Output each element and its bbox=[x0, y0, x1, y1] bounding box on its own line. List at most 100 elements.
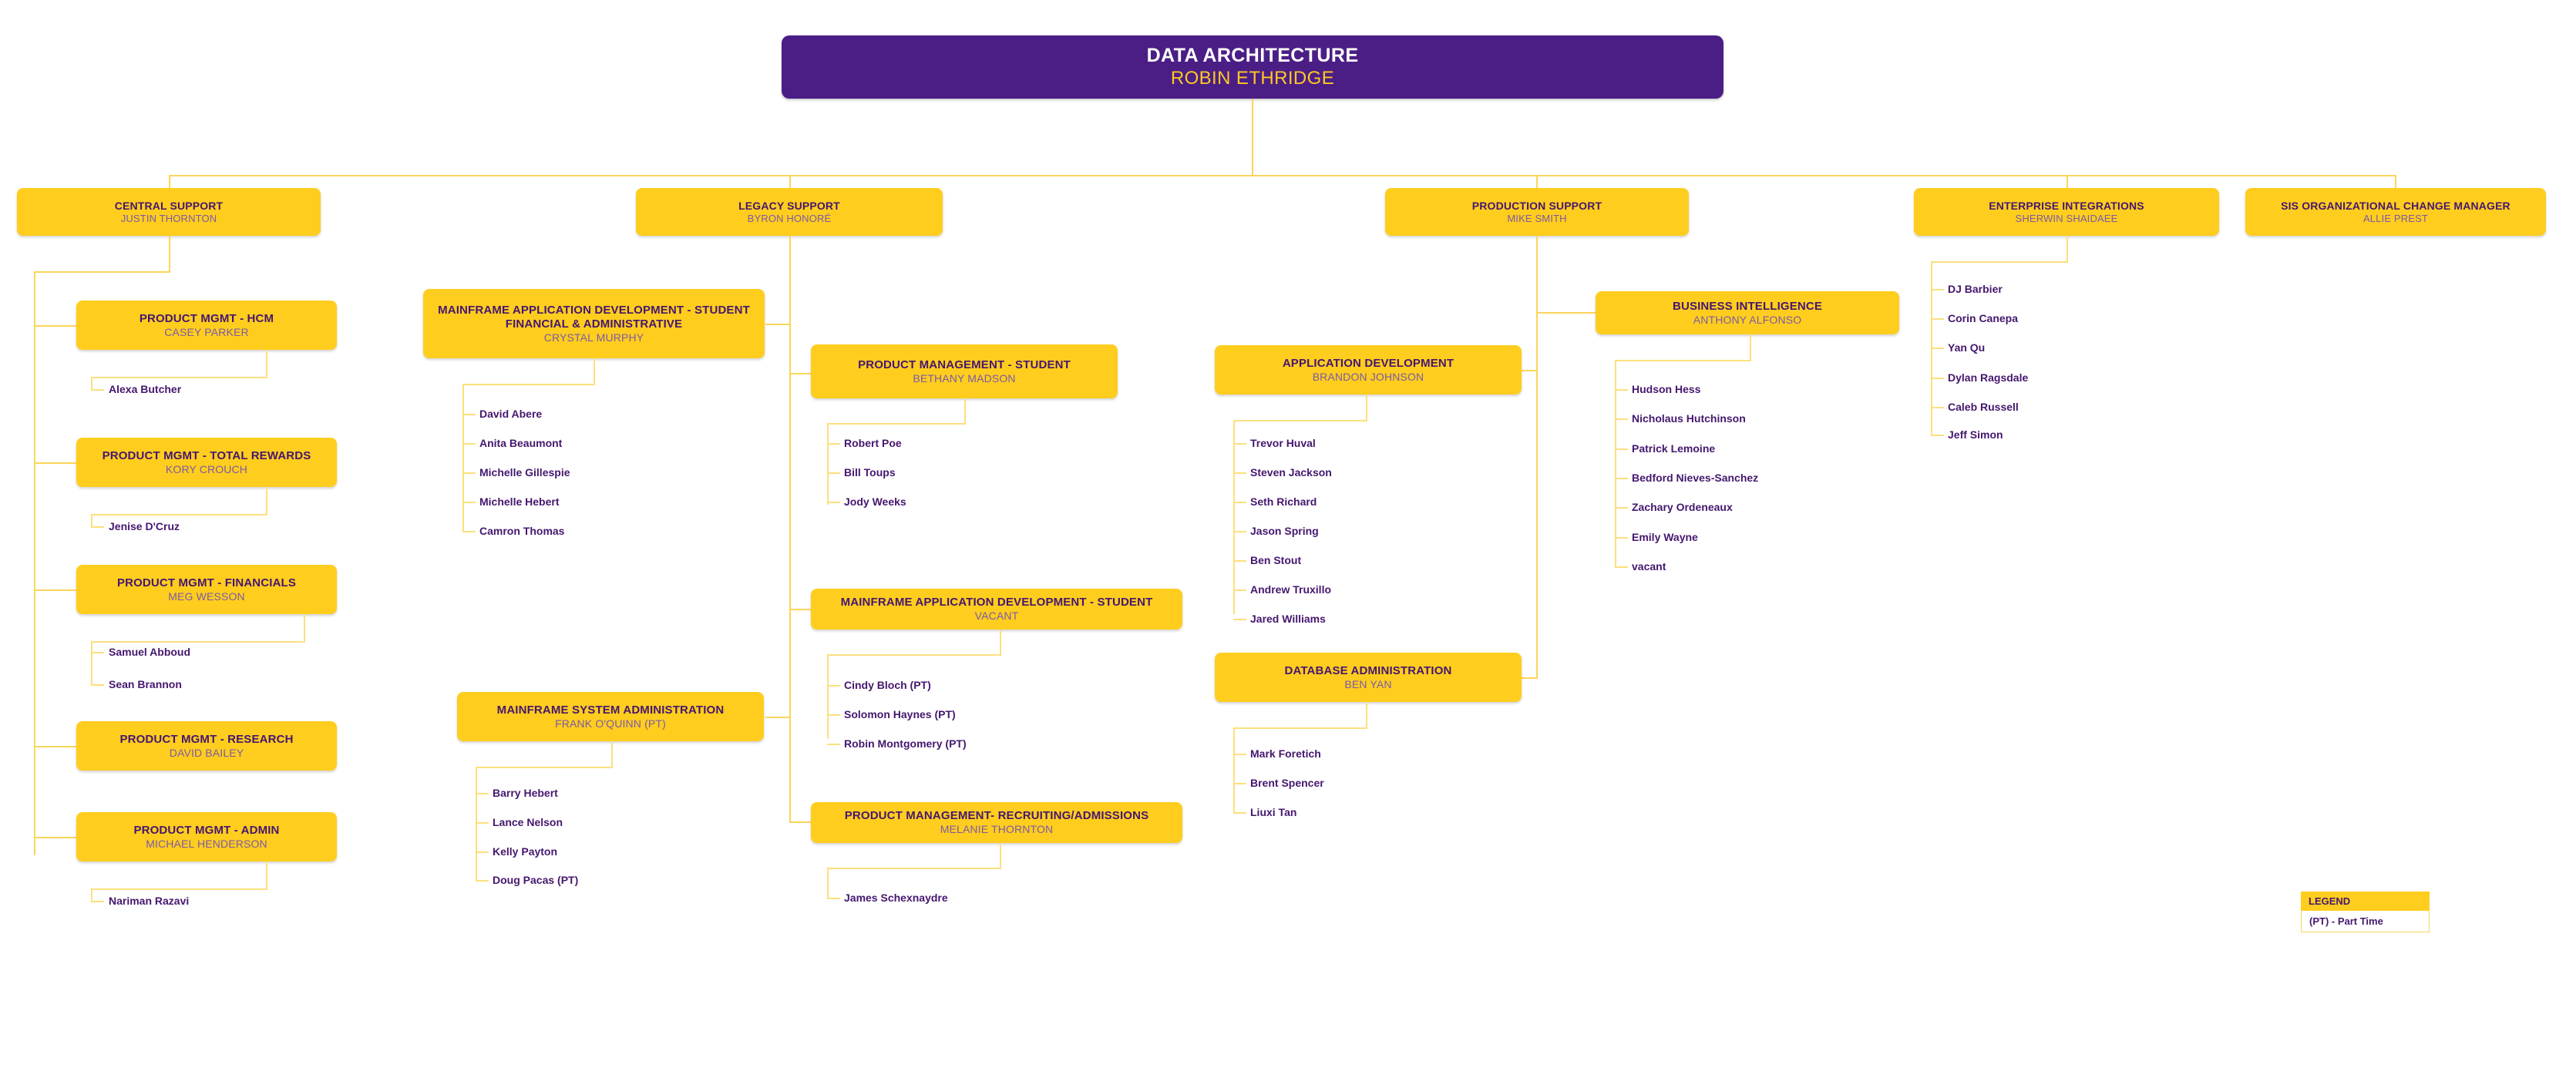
person-label: Michelle Hebert bbox=[479, 495, 560, 508]
unit-box-app-dev[interactable]: APPLICATION DEVELOPMENT BRANDON JOHNSON bbox=[1215, 345, 1522, 395]
person-label: Hudson Hess bbox=[1632, 383, 1701, 395]
connector-root-stem bbox=[1252, 99, 1253, 176]
person-label: Anita Beaumont bbox=[479, 437, 563, 449]
connector-mfsys-tick-3 bbox=[476, 880, 489, 882]
connector-financials-tick-0 bbox=[91, 652, 104, 653]
connector-ei-tick-4 bbox=[1931, 407, 1944, 408]
unit-box-mf-sys-admin[interactable]: MAINFRAME SYSTEM ADMINISTRATION FRANK O'… bbox=[457, 692, 764, 741]
legend-heading: LEGEND bbox=[2301, 892, 2430, 911]
connector-financials-elbow bbox=[91, 641, 305, 643]
connector-dba-rail bbox=[1233, 727, 1235, 812]
connector-pmstudent-elbow bbox=[827, 423, 966, 425]
unit-box-pm-financials[interactable]: PRODUCT MGMT - FINANCIALS MEG WESSON bbox=[76, 565, 337, 614]
unit-name: FRANK O'QUINN (PT) bbox=[555, 717, 666, 730]
person-label: Lance Nelson bbox=[493, 816, 563, 828]
connector-mfsfa-elbow bbox=[462, 384, 595, 385]
person-label: Jared Williams bbox=[1250, 613, 1326, 625]
connector-mfstudent-tick-2 bbox=[827, 744, 840, 745]
connector-ei-tick-0 bbox=[1931, 289, 1944, 290]
connector-mfsfa-tick-1 bbox=[462, 443, 476, 445]
connector-hcm-stem bbox=[266, 350, 267, 378]
connector-ps-branch-dba bbox=[1512, 677, 1538, 679]
connector-cs-branch-rewards bbox=[34, 462, 77, 464]
person-label: Zachary Ordeneaux bbox=[1632, 501, 1733, 513]
person-label: Brent Spencer bbox=[1250, 777, 1324, 789]
unit-box-pm-hcm[interactable]: PRODUCT MGMT - HCM CASEY PARKER bbox=[76, 301, 337, 350]
connector-drop-enterprise-integrations bbox=[2067, 175, 2068, 188]
person-label: David Abere bbox=[479, 408, 543, 420]
connector-rewards-elbow bbox=[91, 514, 267, 515]
person-label: DJ Barbier bbox=[1948, 283, 2003, 295]
unit-box-db-admin[interactable]: DATABASE ADMINISTRATION BEN YAN bbox=[1215, 653, 1522, 702]
unit-box-pm-admin[interactable]: PRODUCT MGMT - ADMIN MICHAEL HENDERSON bbox=[76, 812, 337, 861]
dept-box-production-support[interactable]: PRODUCTION SUPPORT MIKE SMITH bbox=[1385, 188, 1689, 236]
connector-appdev-tick-1 bbox=[1233, 472, 1246, 474]
person-label: Corin Canepa bbox=[1948, 312, 2019, 324]
person-label: Nicholaus Hutchinson bbox=[1632, 412, 1746, 425]
root-box-data-architecture[interactable]: DATA ARCHITECTURE ROBIN ETHRIDGE bbox=[782, 35, 1723, 99]
unit-name: MELANIE THORNTON bbox=[940, 823, 1054, 835]
unit-box-pm-total-rewards[interactable]: PRODUCT MGMT - TOTAL REWARDS KORY CROUCH bbox=[76, 438, 337, 487]
connector-mfsfa-tick-2 bbox=[462, 472, 476, 474]
person-label: Emily Wayne bbox=[1632, 531, 1698, 543]
connector-pmstudent-stem bbox=[964, 398, 966, 424]
connector-drop-central-support bbox=[169, 175, 170, 188]
dept-box-enterprise-integrations[interactable]: ENTERPRISE INTEGRATIONS SHERWIN SHAIDAEE bbox=[1914, 188, 2219, 236]
unit-box-business-intelligence[interactable]: BUSINESS INTELLIGENCE ANTHONY ALFONSO bbox=[1596, 291, 1899, 334]
person-label: Seth Richard bbox=[1250, 495, 1317, 508]
unit-name: MEG WESSON bbox=[168, 589, 245, 603]
person-label: Robert Poe bbox=[844, 437, 902, 449]
legend: LEGEND (PT) - Part Time bbox=[2301, 892, 2430, 932]
unit-title: PRODUCT MGMT - HCM bbox=[139, 311, 274, 325]
connector-hcm-tick-0 bbox=[91, 389, 104, 391]
person-label: Kelly Payton bbox=[493, 845, 558, 858]
connector-ls-branch-pmstudent bbox=[789, 373, 812, 374]
unit-name: CASEY PARKER bbox=[164, 325, 249, 338]
unit-box-pm-student[interactable]: PRODUCT MANAGEMENT - STUDENT BETHANY MAD… bbox=[811, 344, 1118, 398]
connector-ls-branch-recruiting bbox=[789, 821, 812, 823]
person-label: Bill Toups bbox=[844, 466, 896, 479]
connector-cs-branch-admin bbox=[34, 837, 77, 838]
person-label: Cindy Bloch (PT) bbox=[844, 679, 931, 691]
unit-box-mf-app-dev-sfa[interactable]: MAINFRAME APPLICATION DEVELOPMENT - STUD… bbox=[423, 289, 765, 358]
dept-title: PRODUCTION SUPPORT bbox=[1471, 199, 1602, 212]
unit-title: APPLICATION DEVELOPMENT bbox=[1282, 356, 1454, 370]
connector-appdev-rail bbox=[1233, 420, 1235, 614]
person-label: Camron Thomas bbox=[479, 525, 565, 537]
connector-pmstudent-rail bbox=[827, 423, 829, 505]
unit-title: DATABASE ADMINISTRATION bbox=[1284, 663, 1452, 677]
connector-cs-branch-hcm bbox=[34, 325, 77, 327]
connector-bi-tick-0 bbox=[1615, 389, 1628, 391]
connector-bi-stem bbox=[1750, 334, 1751, 361]
connector-mfsys-tick-2 bbox=[476, 851, 489, 853]
connector-cs-elbow bbox=[34, 271, 170, 273]
unit-box-pm-recruiting[interactable]: PRODUCT MANAGEMENT- RECRUITING/ADMISSION… bbox=[811, 802, 1182, 843]
connector-appdev-elbow bbox=[1233, 420, 1367, 421]
connector-appdev-stem bbox=[1366, 395, 1367, 421]
connector-recruiting-elbow bbox=[827, 868, 1001, 869]
connector-mfsys-stem bbox=[611, 741, 613, 767]
connector-appdev-tick-3 bbox=[1233, 531, 1246, 532]
connector-dba-elbow bbox=[1233, 727, 1367, 729]
unit-title: PRODUCT MANAGEMENT - STUDENT bbox=[858, 358, 1071, 371]
connector-mfsfa-stem bbox=[594, 358, 595, 385]
connector-ls-branch-mfstudent bbox=[789, 609, 812, 610]
connector-ps-branch-bi bbox=[1536, 312, 1596, 314]
root-name: ROBIN ETHRIDGE bbox=[1170, 68, 1335, 89]
dept-box-central-support[interactable]: CENTRAL SUPPORT JUSTIN THORNTON bbox=[17, 188, 321, 236]
root-title: DATA ARCHITECTURE bbox=[1146, 45, 1359, 66]
connector-admin-stem bbox=[266, 861, 267, 889]
unit-box-mf-app-dev-student[interactable]: MAINFRAME APPLICATION DEVELOPMENT - STUD… bbox=[811, 589, 1182, 630]
connector-bi-tick-5 bbox=[1615, 537, 1628, 539]
connector-ps-branch-appdev bbox=[1512, 370, 1538, 371]
connector-dba-tick-1 bbox=[1233, 783, 1246, 784]
person-label: Samuel Abboud bbox=[109, 646, 191, 658]
connector-financials-tick-1 bbox=[91, 684, 104, 686]
unit-box-pm-research[interactable]: PRODUCT MGMT - RESEARCH DAVID BAILEY bbox=[76, 721, 337, 771]
dept-box-legacy-support[interactable]: LEGACY SUPPORT BYRON HONORÉ bbox=[636, 188, 943, 236]
unit-name: KORY CROUCH bbox=[165, 462, 248, 475]
dept-box-sis-ocm[interactable]: SIS ORGANIZATIONAL CHANGE MANAGER ALLIE … bbox=[2245, 188, 2546, 236]
legend-entry: (PT) - Part Time bbox=[2301, 911, 2430, 932]
connector-appdev-tick-5 bbox=[1233, 589, 1246, 591]
